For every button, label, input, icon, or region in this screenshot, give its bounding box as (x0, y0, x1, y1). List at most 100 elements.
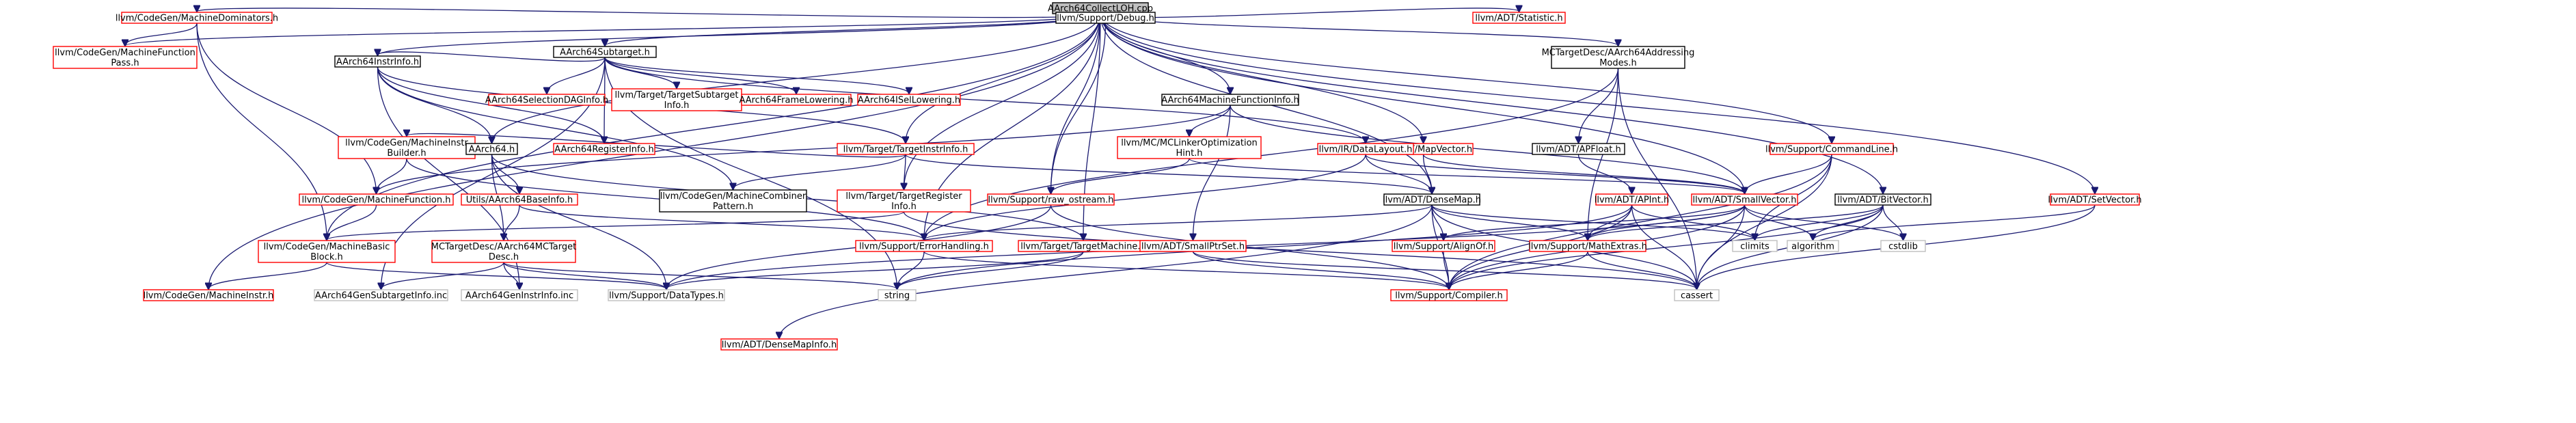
node-minstr[interactable]: llvm/CodeGen/MachineInstr.h (143, 289, 274, 301)
node-smallvector[interactable]: llvm/ADT/SmallVector.h (1691, 193, 1798, 206)
edge-debug-to-rawostream (1051, 23, 1107, 193)
edge-tinstrinfo-to-mibuilder (407, 134, 906, 158)
node-label: AArch64ISelLowering.h (858, 96, 960, 106)
node-label: llvm/Support/CommandLine.h (1765, 145, 1898, 155)
node-root[interactable]: AArch64CollectLOH.cpp (1048, 2, 1153, 14)
node-gensubinc[interactable]: AArch64GenSubtargetInfo.inc (314, 289, 448, 301)
node-label: llvm/Target/TargetMachine.h (1020, 242, 1146, 252)
edge-subtarget-to-seldag (547, 57, 606, 94)
node-mfunction[interactable]: llvm/CodeGen/MachineFunction.h (299, 193, 454, 206)
node-label: MCTargetDesc/AArch64Addressing (1542, 48, 1695, 58)
node-label: Hint.h (1176, 148, 1202, 159)
node-cmdline[interactable]: llvm/Support/CommandLine.h (1765, 143, 1898, 155)
node-mdom[interactable]: llvm/CodeGen/MachineDominators.h (116, 12, 278, 24)
node-box (1551, 46, 1685, 69)
edge-root-to-mfinfo (1100, 13, 1230, 94)
node-basicinfo[interactable]: Utils/AArch64BaseInfo.h (461, 193, 578, 206)
edge-mibuilder-to-mfunction (377, 158, 407, 193)
edge-mdom-to-mfunction (196, 23, 377, 193)
node-box (1117, 136, 1262, 159)
edge-subtarget-to-instrinfo (378, 52, 606, 62)
node-apfloat[interactable]: llvm/ADT/APFloat.h (1532, 143, 1625, 155)
node-label: Desc.h (489, 252, 519, 262)
node-apint[interactable]: llvm/ADT/APInt.h (1595, 193, 1669, 206)
node-climits[interactable]: climits (1732, 240, 1778, 252)
edge-root-to-tinstrinfo (906, 13, 1101, 143)
node-label: llvm/ADT/SetVector.h (2048, 195, 2141, 206)
node-box (659, 189, 807, 213)
node-rawostream[interactable]: llvm/Support/raw_ostream.h (987, 193, 1115, 206)
node-tinstrinfo[interactable]: llvm/Target/TargetInstrInfo.h (837, 143, 975, 155)
edge-densemap-to-errorhandling (924, 204, 1433, 240)
node-bitvector[interactable]: llvm/ADT/BitVector.h (1834, 193, 1931, 206)
node-mfinfo[interactable]: AArch64MachineFunctionInfo.h (1161, 94, 1299, 106)
edge-basicinfo-to-errorhandling (519, 204, 924, 240)
node-box (258, 240, 396, 263)
node-box (553, 46, 657, 58)
edge-mfinfo-to-mfunction (377, 105, 1231, 193)
node-statistic[interactable]: llvm/ADT/Statistic.h (1472, 12, 1566, 24)
node-algorithm[interactable]: algorithm (1787, 240, 1839, 252)
node-label: llvm/CodeGen/MachineFunction.h (301, 195, 450, 206)
node-datatypes[interactable]: llvm/Support/DataTypes.h (608, 289, 725, 301)
node-label: AArch64Subtarget.h (560, 48, 650, 58)
node-box (1674, 289, 1720, 301)
node-box (1880, 240, 1926, 252)
node-label: climits (1740, 242, 1770, 252)
node-box (1055, 12, 1156, 24)
node-errorhandling[interactable]: llvm/Support/ErrorHandling.h (855, 240, 993, 252)
node-reginfo[interactable]: AArch64RegisterInfo.h (553, 143, 655, 155)
edge-root-to-instrinfo (378, 13, 1101, 55)
node-densemap[interactable]: llvm/ADT/DenseMap.h (1383, 193, 1481, 206)
node-label: AArch64.h (469, 145, 515, 155)
node-smallptrset[interactable]: llvm/ADT/SmallPtrSet.h (1139, 240, 1247, 252)
node-densemapinfo[interactable]: llvm/ADT/DenseMapInfo.h (720, 338, 838, 351)
node-framelow[interactable]: AArch64FrameLowering.h (739, 94, 854, 106)
node-aarch64h[interactable]: AArch64.h (465, 143, 518, 155)
file-nodes: AArch64CollectLOH.cpp llvm/CodeGen/Machin… (53, 2, 2142, 351)
node-cassert[interactable]: cassert (1674, 289, 1720, 301)
node-label: llvm/CodeGen/MachineDominators.h (116, 14, 278, 24)
node-seldag[interactable]: AArch64SelectionDAGInfo.h (485, 94, 608, 106)
node-compiler[interactable]: llvm/Support/Compiler.h (1390, 289, 1508, 301)
node-setvector[interactable]: llvm/ADT/SetVector.h (2048, 193, 2142, 206)
edge-mclinker-to-smallvector (1189, 158, 1745, 193)
node-box (837, 143, 975, 155)
node-instrinfo[interactable]: AArch64InstrInfo.h (334, 55, 421, 68)
node-label: llvm/ADT/DenseMap.h (1383, 195, 1481, 206)
edge-mathextras-to-cassert (1587, 251, 1697, 289)
node-box (1532, 143, 1625, 155)
node-alignof[interactable]: llvm/Support/AlignOf.h (1392, 240, 1495, 252)
node-box (1732, 240, 1778, 252)
edge-datalayout-to-smallvector (1365, 154, 1745, 193)
node-subtarget[interactable]: AArch64Subtarget.h (553, 46, 657, 58)
node-geninstrinc[interactable]: AArch64GenInstrInfo.inc (461, 289, 578, 301)
node-box (720, 338, 838, 351)
edge-tregister-to-cassert (903, 211, 1697, 289)
node-mathextras[interactable]: llvm/Support/MathExtras.h (1528, 240, 1647, 252)
node-label: llvm/CodeGen/MachineInstr (345, 138, 468, 148)
node-cstdlib[interactable]: cstdlib (1880, 240, 1926, 252)
node-box (1317, 143, 1414, 155)
node-box (1392, 240, 1495, 252)
edge-smallptrset-to-cassert (1192, 251, 1697, 289)
node-isellow[interactable]: AArch64ISelLowering.h (857, 94, 961, 106)
node-box (299, 193, 454, 206)
node-debug[interactable]: llvm/Support/Debug.h (1055, 12, 1156, 24)
edge-mbasicblock-to-datatypes (326, 262, 666, 289)
edge-apint-to-climits (1631, 204, 1755, 240)
node-string[interactable]: string (878, 289, 917, 301)
edge-root-to-statistic (1100, 8, 1519, 18)
node-datalayout[interactable]: llvm/IR/DataLayout.h (1317, 143, 1414, 155)
node-targetmachine[interactable]: llvm/Target/TargetMachine.h (1018, 240, 1149, 252)
